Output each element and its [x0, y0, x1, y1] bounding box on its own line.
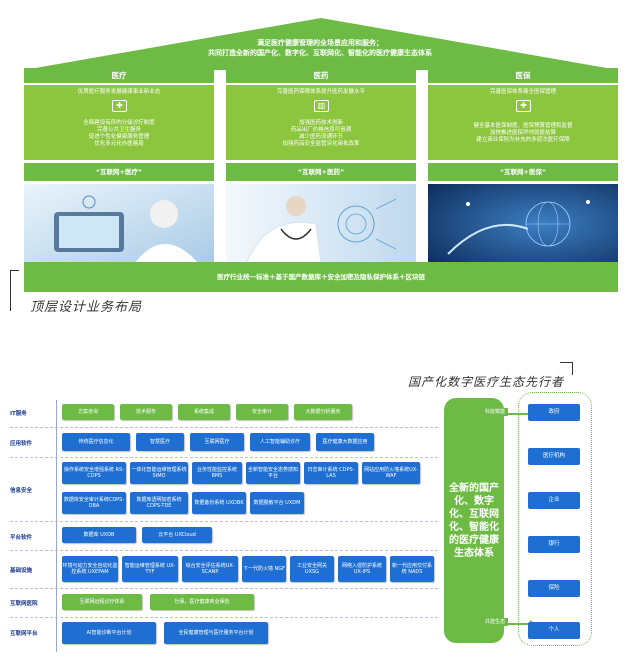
security-box: 操作系统安全增强系统 RS-CDPS [62, 462, 126, 484]
hospital-box: 社保、医疗健康商业保险 [150, 594, 254, 610]
column-headline: 完善医药保障体系提升医药发展水平 [276, 89, 365, 95]
target-individual: 个人 [528, 622, 580, 639]
column-line: 优化多元化办医格局 [94, 141, 144, 147]
arrow-label-cobuild: 共建生态 [482, 618, 509, 626]
security-box: 全新智能安全态势感知平台 [246, 462, 300, 484]
column-medical: 医疗 优质医疗服务发展健康事业新业态 ✚ 全面建设有序的分级诊疗制度 完善公共卫… [24, 68, 214, 264]
pill-bottle-icon: ▥ [314, 100, 329, 112]
column-slogan: “互联网+医疗” [24, 163, 214, 181]
row-label: 基础设施 [10, 568, 33, 574]
row-separator [10, 457, 438, 458]
service-box: 大数据分析服务 [294, 404, 352, 420]
target-insurance: 保险 [528, 580, 580, 597]
infrastructure-box: 工业安全网关 UXSG [290, 556, 334, 582]
column-headline: 优质医疗服务发展健康事业新业态 [77, 89, 161, 95]
column-body: 完善医保体系健全医保管理 ✚ 健全基本医保制度、医保预算管理和监督 加快推进医保… [428, 85, 618, 160]
target-government: 政府 [528, 404, 580, 421]
column-insurance: 医保 完善医保体系健全医保管理 ✚ 健全基本医保制度、医保预算管理和监督 加快推… [428, 68, 618, 264]
platform-box: 云平台 UXCloud [142, 527, 212, 543]
hospital-box: 互联网远程诊疗体系 [62, 594, 142, 610]
caption-bracket [560, 362, 573, 375]
row-divider-vertical [56, 400, 57, 652]
software-box: 医疗健康大数据应用 [316, 433, 374, 451]
platform-box: 数据库 UXDB [62, 527, 136, 543]
top-caption: 顶层设计业务布局 [30, 300, 143, 315]
row-separator [10, 617, 438, 618]
infrastructure-box: 智能运维管理系统 UX-TYF [122, 556, 178, 582]
medical-case-icon: ✚ [516, 100, 531, 112]
service-box: 技术服务 [120, 404, 172, 420]
row-separator [10, 427, 438, 428]
infrastructure-box: 环境与动力安全自动化监控系统 UXEPAM [62, 556, 118, 582]
column-slogan: “互联网+医保” [428, 163, 618, 181]
software-box: 智慧医疗 [136, 433, 184, 451]
roof-line-2: 共同打造全新的国产化、数字化、互联网化、智能化的医疗健康生态体系 [208, 49, 432, 57]
column-line: 加强药品安全监管深化审批改革 [282, 141, 360, 147]
security-box: 数据库透明加密系统CDPS-TDE [130, 492, 188, 514]
standards-bar: 医疗行业统一标准＋基于国产数据库＋安全加密及隐私保护体系＋区块链 [24, 262, 618, 292]
column-line: 药品出厂价格信息可追溯 [290, 127, 352, 133]
column-line: 减少医药流通环节 [298, 134, 343, 140]
row-label: 平台软件 [10, 535, 33, 541]
target-enterprise: 企业 [528, 492, 580, 509]
caption-bracket [10, 270, 19, 311]
column-medicine: 医药 完善医药保障体系提升医药发展水平 ▥ 加强医药技术创新 药品出厂价格信息可… [226, 68, 416, 264]
bottom-caption: 国产化数字医疗生态先行者 [408, 375, 565, 389]
service-box: 系统集成 [178, 404, 230, 420]
software-box: 人工智能辅助诊疗 [250, 433, 310, 451]
security-box: 日志审计系统 CDPS-LAS [304, 462, 358, 484]
security-box: 数据库安全审计系统CDPS-DBA [62, 492, 126, 514]
column-headline: 完善医保体系健全医保管理 [489, 89, 556, 95]
doctor-tablet-image [24, 184, 214, 264]
security-box: 一体化智能运维管理系统 SIMO [130, 462, 188, 484]
ecosystem-center: 全新的国产化、数字化、互联网化、智能化的医疗健康生态体系 [444, 398, 504, 643]
row-label: 互联网医院 [10, 601, 38, 607]
software-box: 互联网医疗 [190, 433, 244, 451]
service-box: 方案咨询 [62, 404, 114, 420]
row-separator [10, 521, 438, 522]
column-title: 医保 [428, 68, 618, 83]
row-label: 信息安全 [10, 488, 33, 494]
infrastructure-box: 新一代应用交付系统 NADS [390, 556, 434, 582]
security-box: 业务性能监控系统 BMS [192, 462, 242, 484]
infrastructure-box: 网络入侵防护系统 UX-IPS [338, 556, 386, 582]
roof-line-1: 满足医疗健康管理的全场景应用和服务； [257, 39, 383, 47]
column-line: 全面建设有序的分级诊疗制度 [83, 120, 155, 126]
platform-plan-box: 全民健康管理与医疗服务平台计划 [164, 622, 268, 644]
column-line: 加快推进医保异地就医结算 [489, 130, 556, 136]
infrastructure-box: 综合安全评估系统UX-SCANP [182, 556, 238, 582]
doctor-stethoscope-image [226, 184, 416, 264]
column-body: 优质医疗服务发展健康事业新业态 ✚ 全面建设有序的分级诊疗制度 完善公共卫生服务… [24, 85, 214, 160]
column-body: 完善医药保障体系提升医药发展水平 ▥ 加强医药技术创新 药品出厂价格信息可追溯 … [226, 85, 416, 160]
arrow-label-empower: 科技赋能 [482, 408, 509, 416]
row-separator [10, 550, 438, 551]
target-bank: 银行 [528, 536, 580, 553]
service-box: 安全审计 [236, 404, 288, 420]
roof-text: 满足医疗健康管理的全场景应用和服务； 共同打造全新的国产化、数字化、互联网化、智… [120, 38, 520, 58]
column-line: 完善公共卫生服务 [96, 127, 141, 133]
targets-group [518, 392, 592, 646]
digital-globe-image [428, 184, 618, 264]
column-title: 医疗 [24, 68, 214, 83]
medical-kit-icon: ✚ [112, 100, 127, 112]
column-line: 促进个性化健康服务管理 [88, 134, 150, 140]
column-line: 建立商业保险为补充的多层次医疗保障 [476, 137, 570, 143]
column-title: 医药 [226, 68, 416, 83]
security-box: 数据脱敏平台 UXDM [250, 492, 304, 514]
row-label: 互联网平台 [10, 631, 38, 637]
column-slogan: “互联网+医药” [226, 163, 416, 181]
roof [24, 18, 618, 70]
platform-plan-box: AI智能诊断平台计划 [62, 622, 156, 644]
security-box: 数据备份系统 UXDBK [192, 492, 246, 514]
infrastructure-box: 下一代防火墙 NGF [242, 556, 286, 582]
security-box: 网站应用防火墙系统UX-WAF [362, 462, 420, 484]
row-separator [10, 588, 438, 589]
target-medical-institution: 医疗机构 [528, 448, 580, 465]
row-label: 应用软件 [10, 441, 33, 447]
row-label: IT服务 [10, 411, 27, 417]
column-line: 加强医药技术创新 [298, 120, 343, 126]
column-line: 健全基本医保制度、医保预算管理和监督 [473, 123, 573, 129]
software-box: 传统医疗信息化 [62, 433, 130, 451]
